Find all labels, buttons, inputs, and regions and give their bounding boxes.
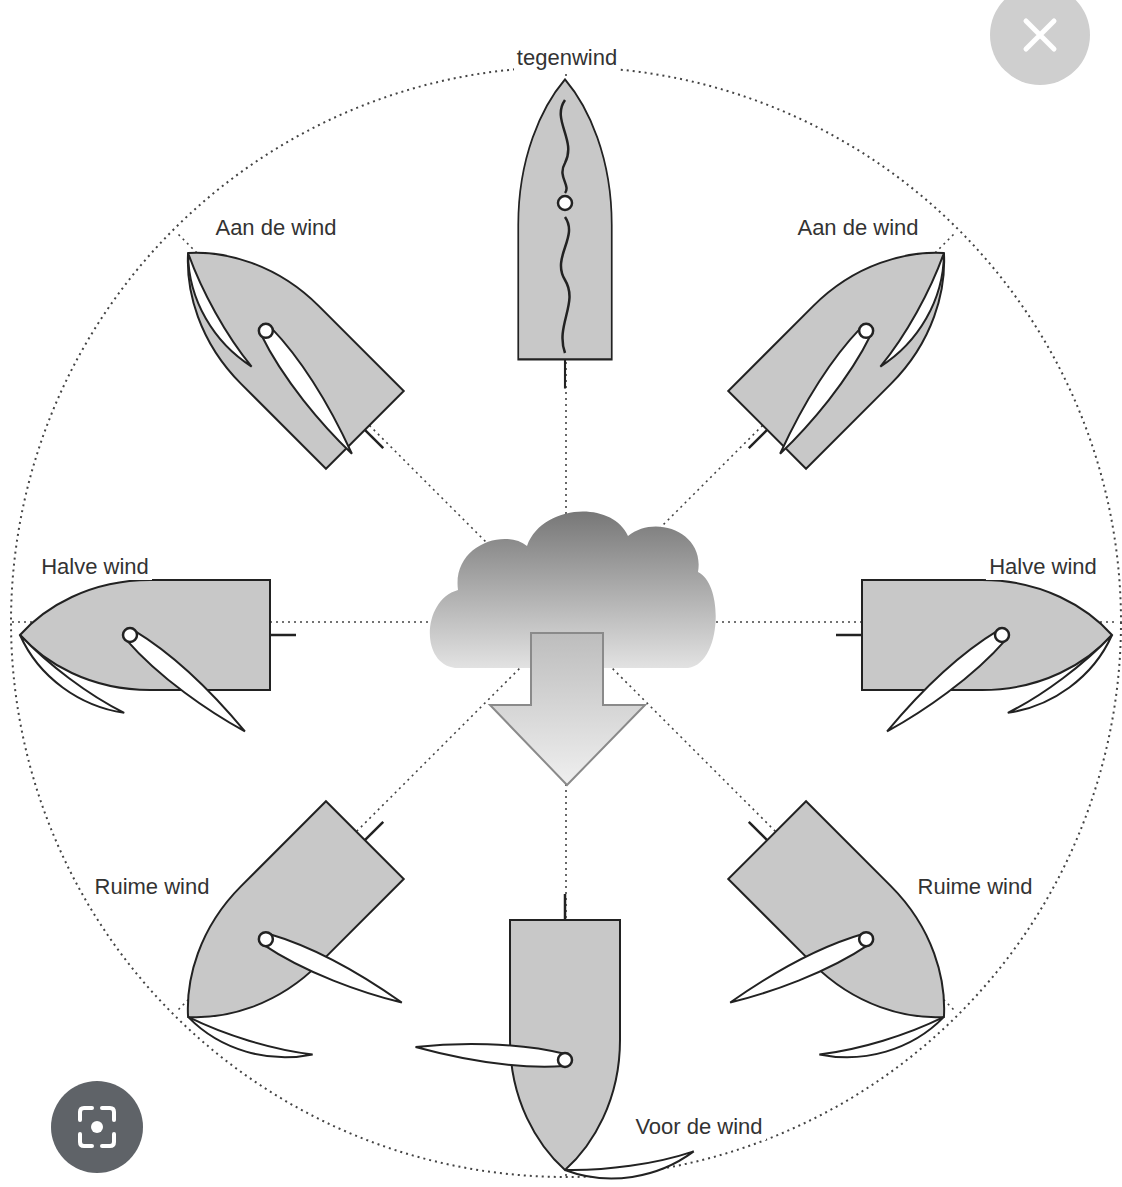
mast bbox=[256, 929, 276, 949]
lens-button-disc bbox=[51, 1081, 143, 1173]
main-sail bbox=[415, 1037, 566, 1069]
point-of-sail-label: tegenwind bbox=[514, 45, 620, 70]
point-of-sail-label: Ruime wind bbox=[92, 874, 213, 899]
hull bbox=[149, 214, 404, 469]
point-of-sail-label: Aan de wind bbox=[794, 215, 921, 240]
boat-close-hauled bbox=[146, 211, 422, 487]
close-icon bbox=[1026, 21, 1054, 49]
rudder bbox=[270, 635, 296, 636]
boats-starboard-side bbox=[647, 211, 1122, 1130]
jib-sail bbox=[565, 1147, 696, 1187]
mast bbox=[123, 628, 137, 642]
luffing-sail bbox=[561, 100, 570, 353]
mast bbox=[558, 1053, 572, 1067]
rudder bbox=[565, 894, 566, 920]
mirrored-boats bbox=[647, 211, 1122, 1130]
main-sail bbox=[262, 930, 406, 1011]
rudder bbox=[365, 430, 383, 448]
point-of-sail-label: Aan de wind bbox=[212, 215, 339, 240]
boats-port-side bbox=[9, 211, 485, 1130]
mast bbox=[256, 321, 276, 341]
boat-head-to-wind bbox=[518, 79, 612, 388]
point-of-sail-label: Halve wind bbox=[986, 554, 1100, 579]
point-of-sail-label: Ruime wind bbox=[915, 874, 1036, 899]
mast bbox=[558, 196, 572, 210]
main-sail bbox=[124, 628, 251, 739]
boat-running bbox=[415, 894, 697, 1187]
close-button bbox=[990, 0, 1090, 85]
hull bbox=[518, 79, 612, 359]
jib-sail bbox=[9, 635, 126, 725]
rudder bbox=[365, 822, 383, 840]
wind-arrow bbox=[490, 633, 645, 785]
close-button-disc bbox=[990, 0, 1090, 85]
rudder bbox=[565, 359, 566, 388]
boat-beam-reach bbox=[9, 580, 296, 739]
lens-icon-dot bbox=[91, 1121, 103, 1133]
boat-broad-reach bbox=[138, 783, 485, 1130]
jib-sail bbox=[183, 1017, 313, 1069]
main-sail bbox=[258, 325, 360, 459]
lens-button bbox=[51, 1081, 143, 1173]
point-of-sail-label: Halve wind bbox=[38, 554, 152, 579]
jib-sail bbox=[172, 253, 255, 374]
hull bbox=[510, 920, 620, 1170]
lens-icon bbox=[80, 1108, 114, 1146]
point-of-sail-label: Voor de wind bbox=[632, 1114, 765, 1139]
